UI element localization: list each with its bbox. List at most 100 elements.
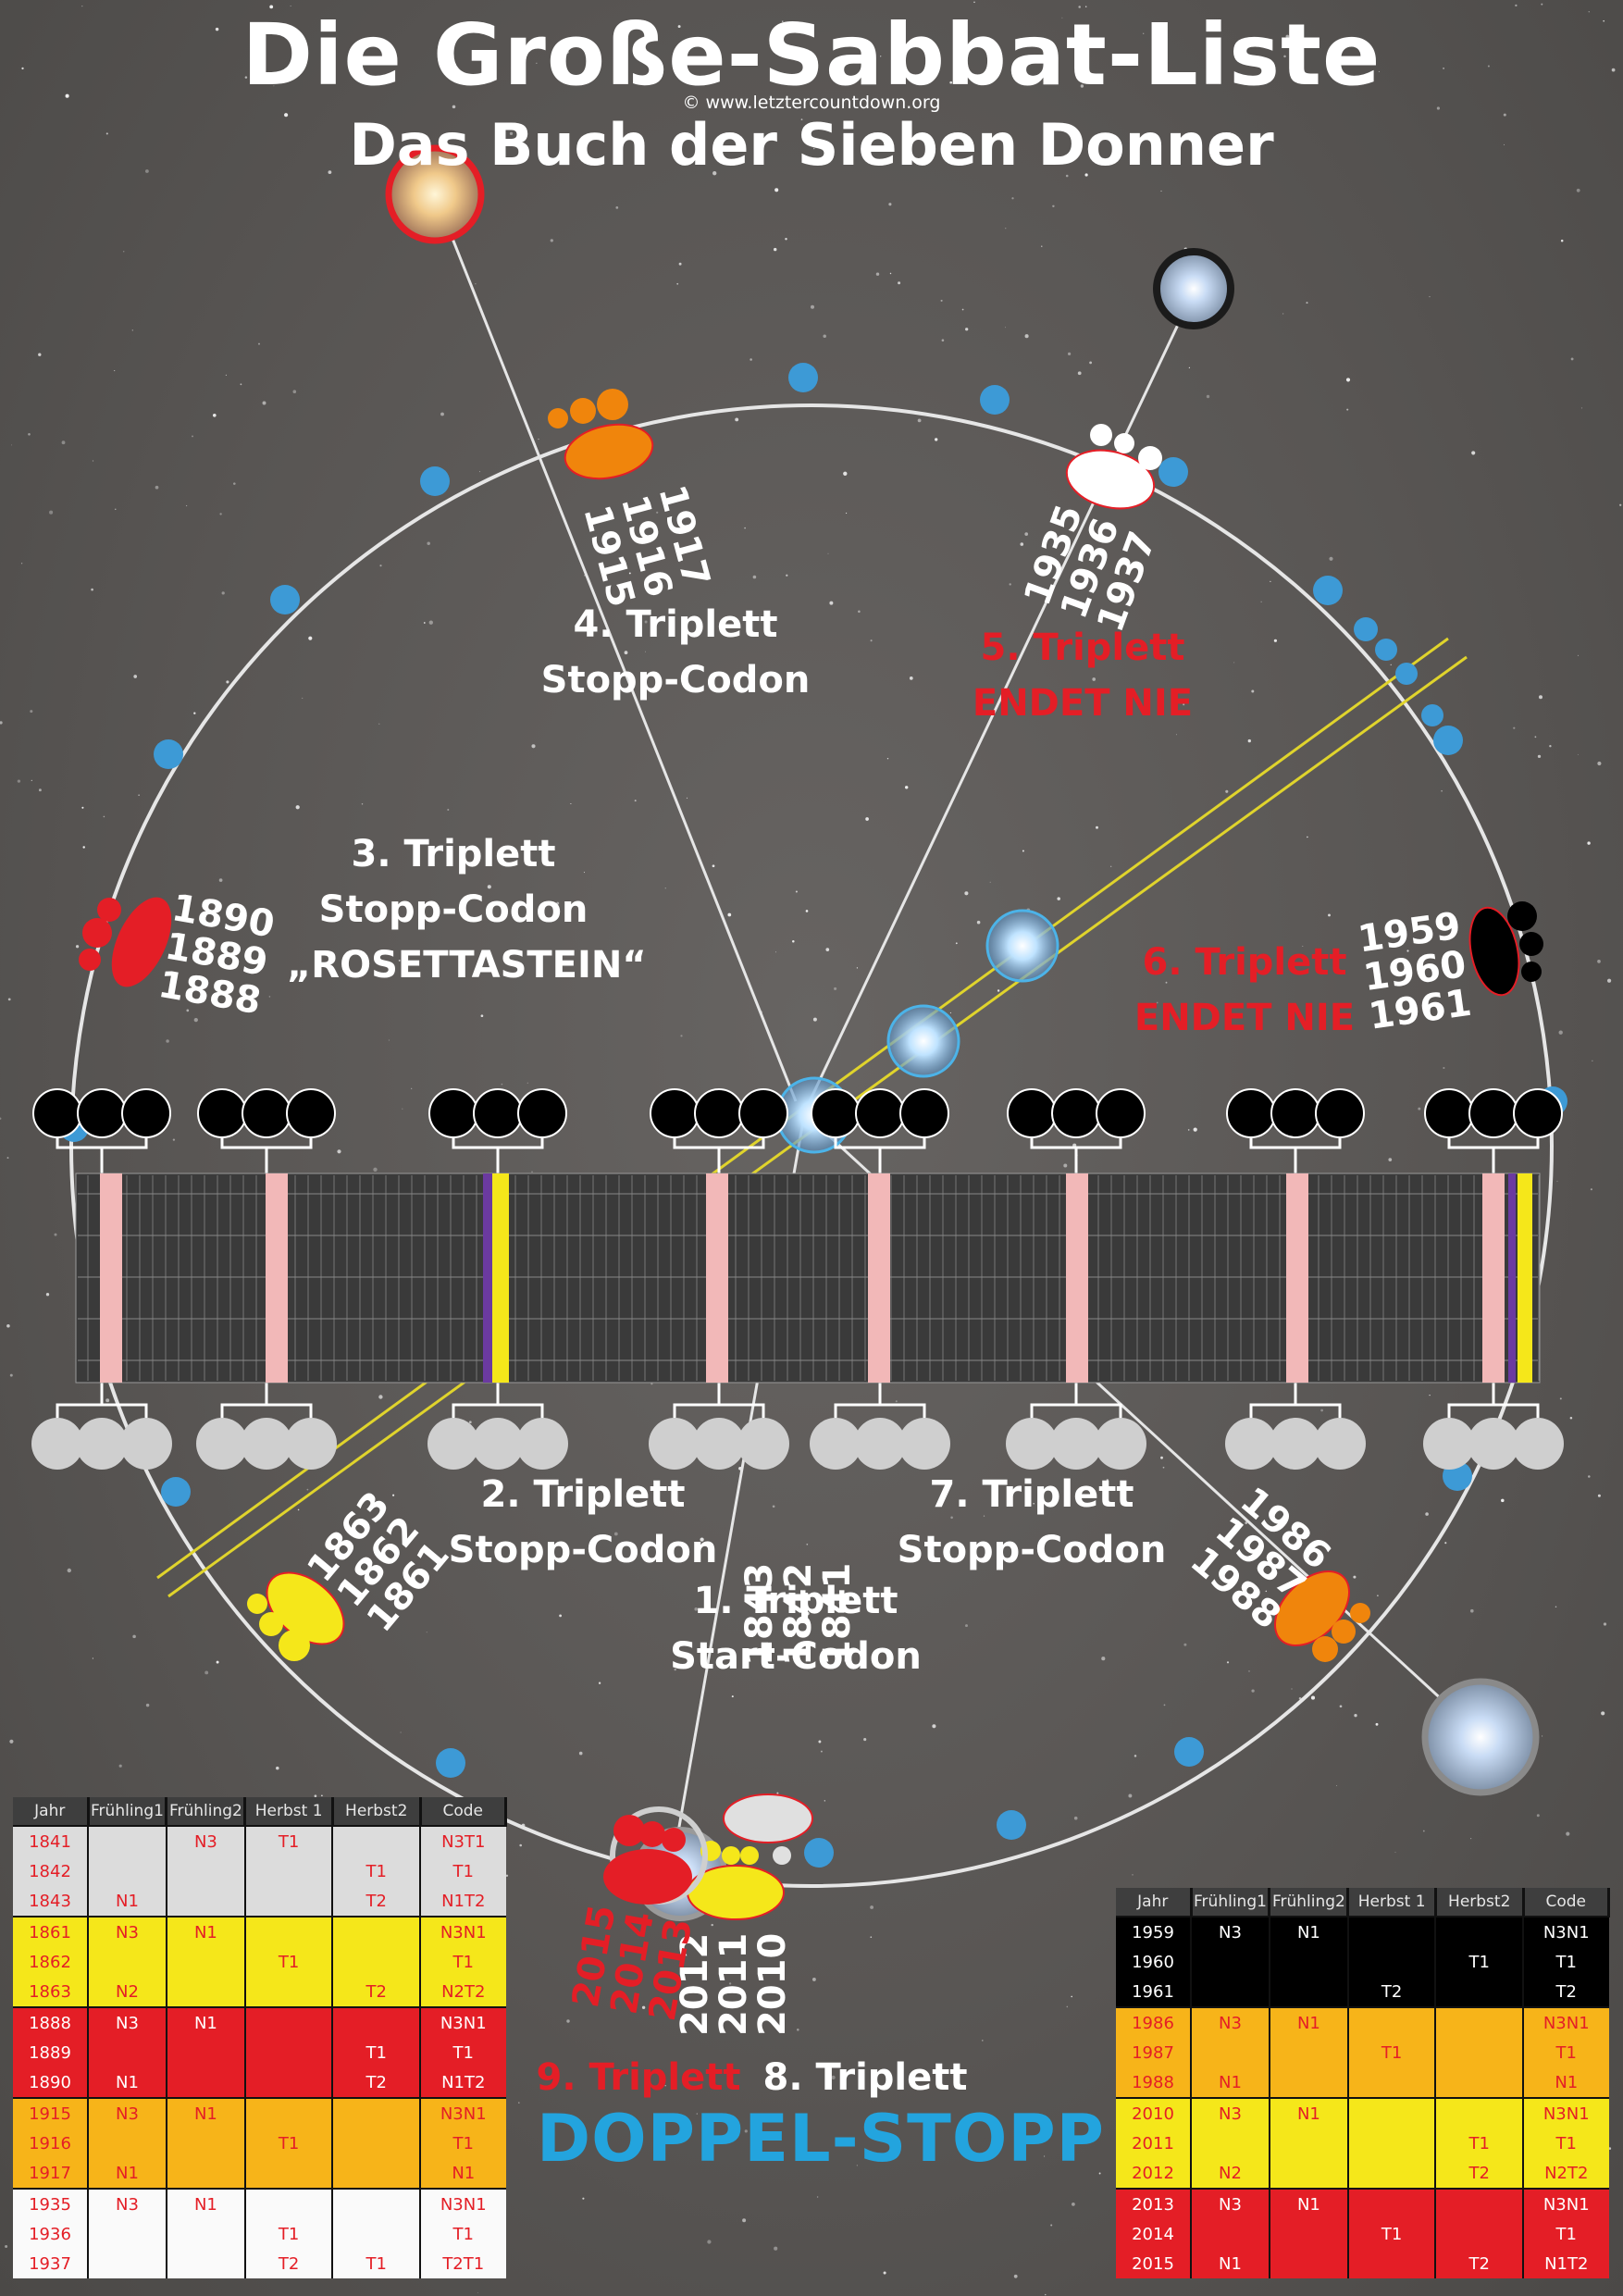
triplet-1-label: 1. Triplett Start-Codon (638, 1573, 953, 1684)
star-dot (1619, 503, 1622, 506)
star-dot (711, 1923, 713, 1927)
star-dot (641, 2005, 646, 2010)
star-dot (1206, 394, 1210, 399)
star-dot (400, 1731, 402, 1733)
star-dot (1084, 173, 1088, 177)
star-dot (28, 433, 31, 436)
star-dot (744, 2129, 748, 2133)
star-dot (1536, 1814, 1540, 1818)
table-cell: N1 (1190, 2067, 1270, 2098)
star-dot (615, 206, 619, 209)
code-cell: T2T1 (419, 2249, 506, 2278)
table-cell (243, 1856, 333, 1886)
star-dot (1336, 1785, 1338, 1787)
star-dot (792, 939, 795, 943)
star-dot (411, 1087, 413, 1089)
star-dot (447, 809, 450, 811)
triplet-3-sub: Stopp-Codon (318, 888, 588, 931)
star-dot (1377, 1595, 1379, 1596)
star-dot (1013, 2274, 1018, 2278)
year-cell: 1917 (13, 2158, 88, 2189)
star-dot (712, 864, 715, 868)
star-dot (302, 697, 304, 699)
betelgeuse-star (385, 144, 485, 244)
star-dot (1603, 1622, 1607, 1626)
star-dot (772, 1505, 775, 1508)
star-dot (379, 565, 382, 567)
star-dot (398, 959, 401, 962)
star-dot (816, 2196, 819, 2198)
star-dot (728, 1982, 732, 1985)
circle-track (69, 403, 1554, 1888)
star-dot (1353, 1575, 1357, 1579)
gray-circle (1050, 1418, 1102, 1470)
table-cell (1434, 2219, 1524, 2249)
star-dot (1033, 1502, 1035, 1505)
star-dot (664, 2085, 666, 2087)
table-cell (165, 2249, 245, 2278)
star-dot (17, 779, 21, 783)
star-dot (519, 1843, 522, 1847)
year: 1841 (816, 1562, 859, 1666)
triplet-4-label: 4. Triplett Stopp-Codon (518, 597, 833, 708)
star-dot (1443, 1066, 1445, 1070)
table-cell (165, 2219, 245, 2249)
star-dot (9, 1373, 13, 1377)
table-cell (1434, 2038, 1524, 2067)
gray-circle (854, 1418, 906, 1470)
star-dot (888, 203, 892, 206)
star-dot (314, 1794, 317, 1798)
star-dot (155, 485, 159, 490)
table-cell (1434, 2067, 1524, 2098)
star-dot (1282, 313, 1284, 315)
star-dot (949, 81, 953, 84)
table-cell (1190, 2038, 1270, 2067)
star-dot (1110, 865, 1112, 867)
star-dot (1328, 913, 1331, 917)
star-dot (1378, 70, 1380, 72)
star-dot (1247, 738, 1251, 743)
table-cell (165, 2128, 245, 2158)
star-dot (1283, 55, 1286, 58)
star-dot (731, 1695, 734, 1698)
star-dot (1611, 68, 1616, 72)
star-dot (1251, 1689, 1255, 1693)
table-cell (243, 2038, 333, 2067)
triplet-brackets (56, 1136, 1540, 1418)
star-dot (831, 2075, 836, 2080)
code-cell: N3N1 (1522, 2006, 1609, 2038)
year-cell: 1959 (1116, 1916, 1191, 1947)
table-cell: N1 (1268, 2188, 1348, 2219)
star-dot (1569, 1417, 1573, 1420)
table-cell (165, 2158, 245, 2189)
star-dot (1044, 2155, 1046, 2157)
table-cell (1190, 2128, 1270, 2158)
star-dot (1310, 1695, 1316, 1700)
star-dot (501, 1083, 503, 1086)
table-cell (1190, 1947, 1270, 1977)
triplet-6-title: 6. Triplett (1142, 941, 1347, 984)
star-dot (700, 1537, 704, 1542)
star-dot (1470, 1838, 1472, 1840)
gray-circle (1006, 1418, 1058, 1470)
star-dot (1429, 296, 1431, 298)
star-dot (1291, 1688, 1293, 1690)
gray-circle (472, 1418, 524, 1470)
star-dot (973, 1, 975, 4)
star-dot (1248, 1670, 1250, 1672)
black-circle (428, 1088, 478, 1138)
code-cell: N3N1 (419, 2188, 506, 2219)
star-dot (955, 942, 958, 945)
year-cell: 2012 (1116, 2158, 1191, 2189)
year-cell: 1890 (13, 2067, 88, 2098)
code-cell: N3N1 (1522, 2188, 1609, 2219)
year-cell: 1937 (13, 2249, 88, 2278)
star-dot (0, 721, 3, 725)
star-dot (1558, 1030, 1563, 1035)
